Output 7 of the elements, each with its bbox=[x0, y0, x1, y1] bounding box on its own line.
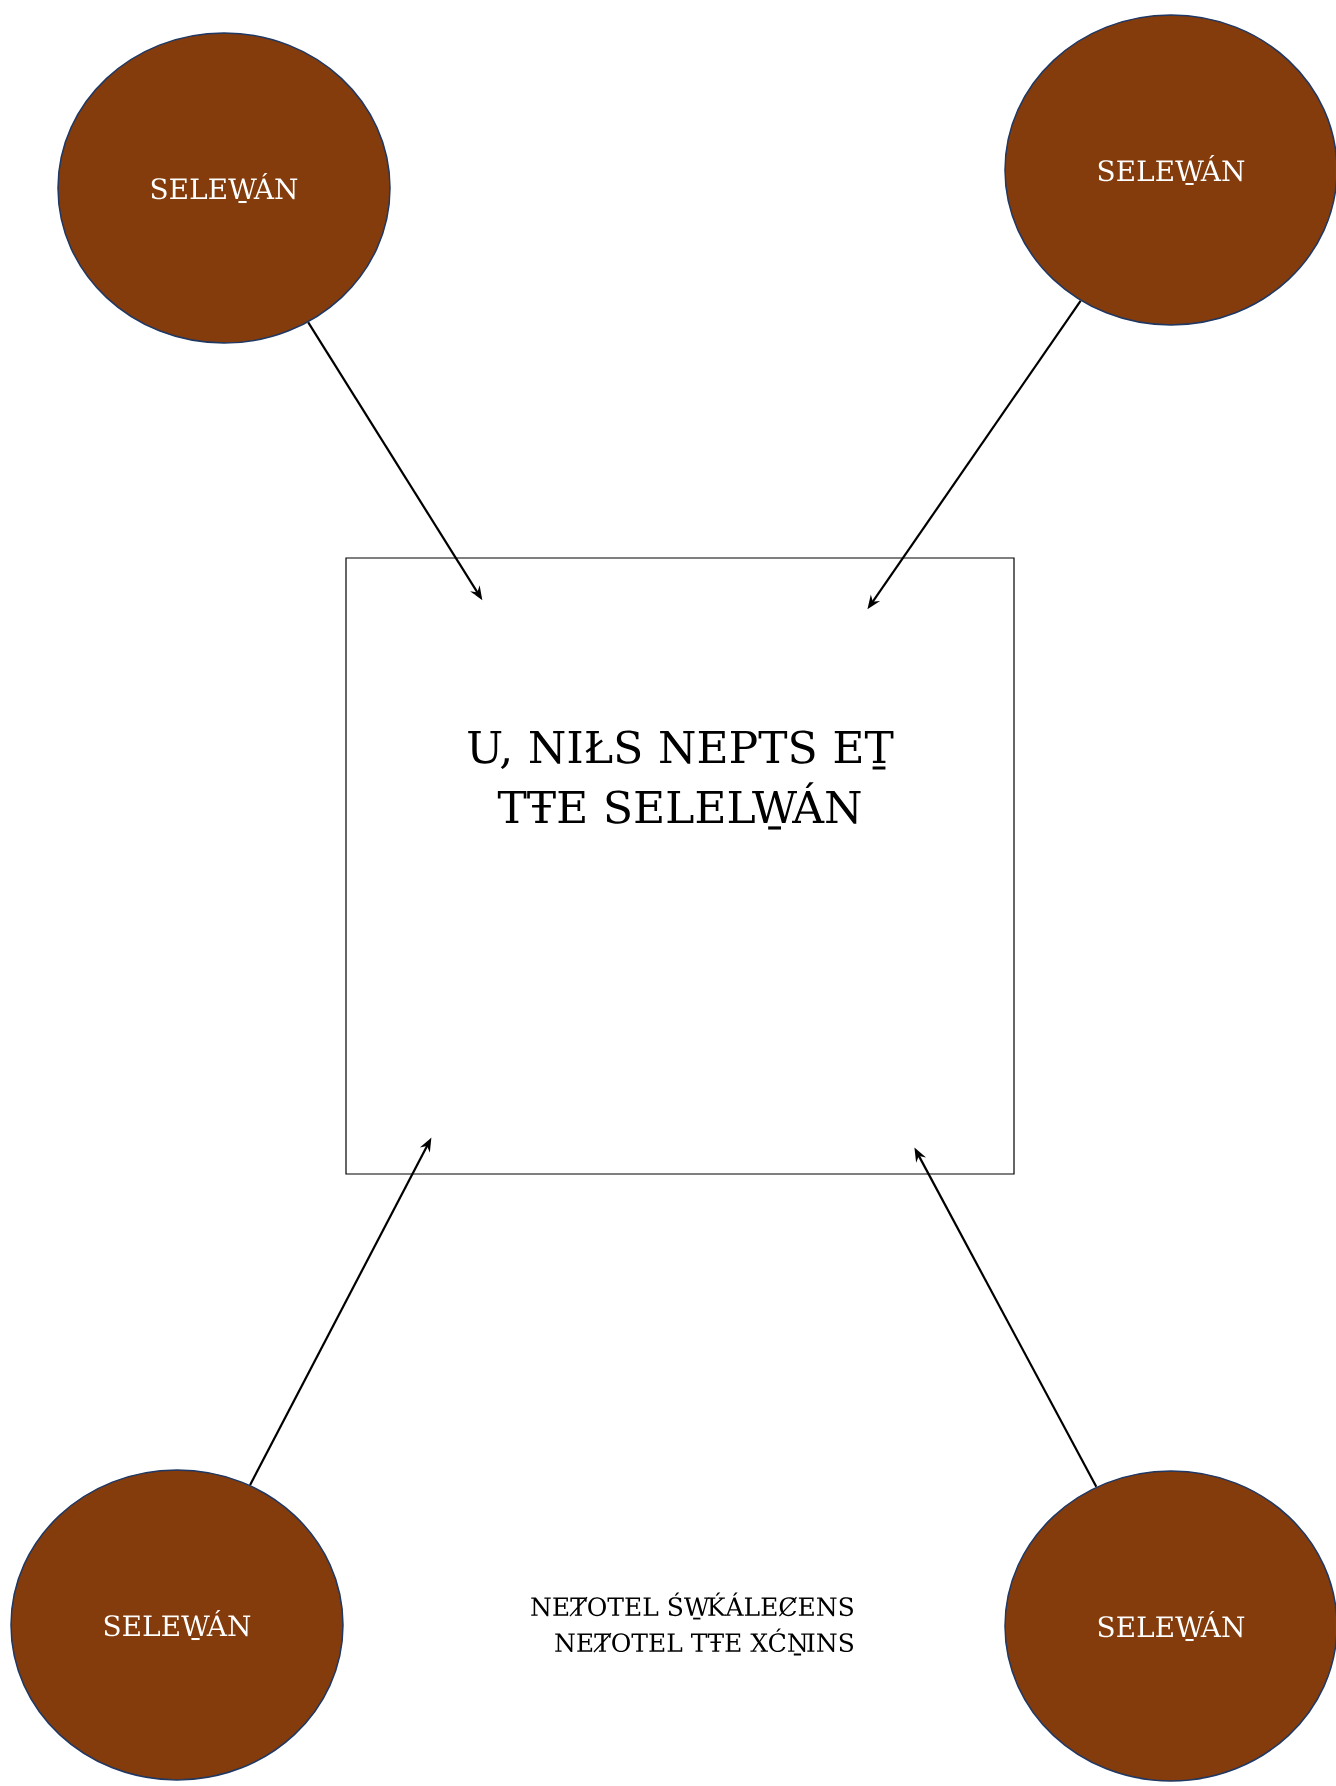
ellipse-node: SELEW̱ÁN bbox=[1004, 1470, 1336, 1782]
note-text: NEȾOTEL TŦE XĆṈINS bbox=[555, 1628, 853, 1656]
ellipse-node: SELEW̱ÁN bbox=[10, 1469, 344, 1781]
ellipse-node: SELEW̱ÁN bbox=[57, 32, 391, 344]
rectangle-node: U, NIŁS NEPTS EṮ TŦE SELELW̱ÁN bbox=[345, 557, 1015, 1175]
note-text: NEȾOTEL ŚW̱ḰÁLEȻENS bbox=[531, 1592, 853, 1620]
ellipse-node: SELEW̱ÁN bbox=[1004, 14, 1336, 326]
